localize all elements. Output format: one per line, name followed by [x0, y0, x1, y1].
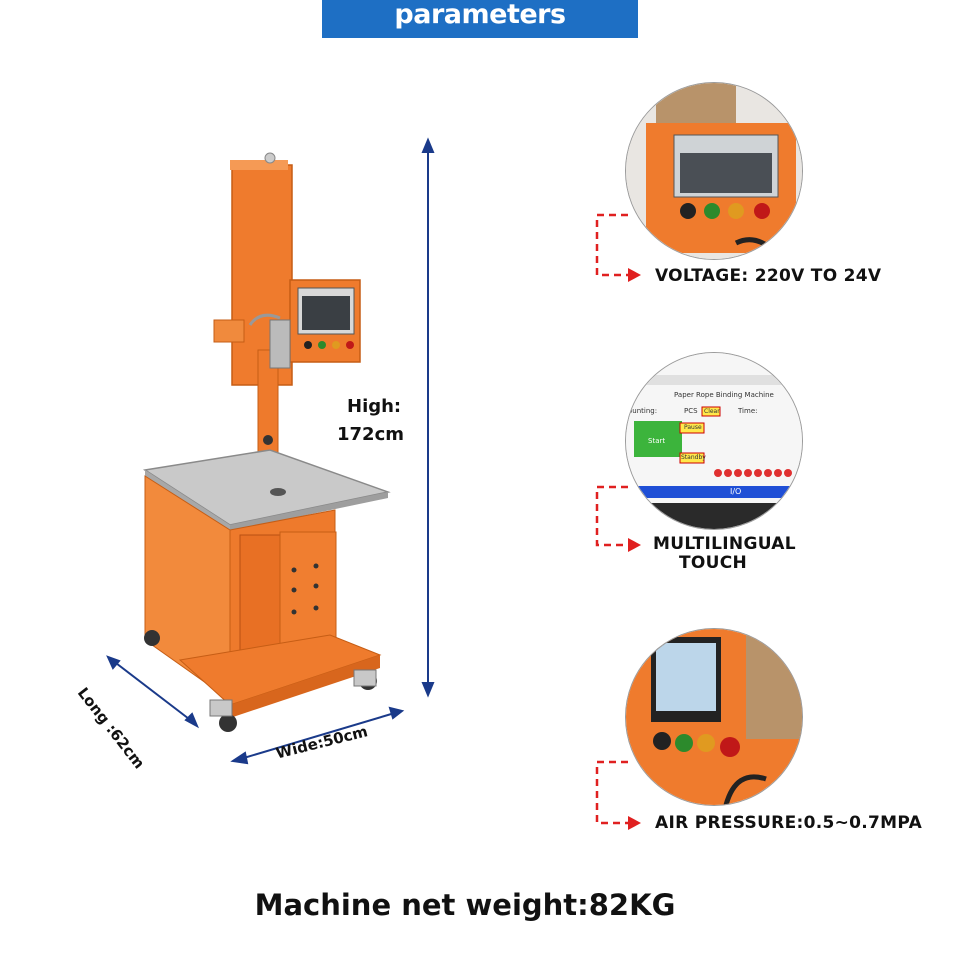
air-pressure-label: AIR PRESSURE:0.5~0.7MPA: [655, 813, 923, 833]
height-label-line1: High:: [347, 396, 402, 417]
touch-screen-io: I/O: [730, 487, 742, 496]
touch-screen-standby: Standby: [681, 454, 706, 461]
touch-screen-title: Paper Rope Binding Machine: [674, 391, 774, 399]
machine-weight-caption: Machine net weight:82KG: [254, 888, 676, 922]
height-label-line2: 172cm: [337, 424, 404, 445]
touch-screen-pcs: PCS: [684, 407, 698, 415]
touch-screen-start: Start: [648, 437, 666, 445]
touch-screen-time: Time:: [738, 407, 758, 415]
voltage-label: VOLTAGE: 220V TO 24V: [655, 266, 882, 286]
touch-screen-counting: ounting:: [628, 407, 658, 415]
multilingual-touch-label-line2: TOUCH: [679, 553, 748, 573]
machine-illustration: [142, 152, 391, 732]
touch-screen-closeup: Paper Rope Binding Machine ounting: PCS …: [625, 352, 803, 530]
air-pressure-closeup: [625, 628, 803, 806]
touch-screen-clear: Clear: [704, 408, 720, 415]
multilingual-touch-label-line1: MULTILINGUAL: [653, 534, 796, 554]
touch-screen-pause: Pause: [684, 424, 702, 431]
parameters-banner: parameters: [322, 0, 638, 38]
control-panel-closeup: [625, 82, 803, 260]
